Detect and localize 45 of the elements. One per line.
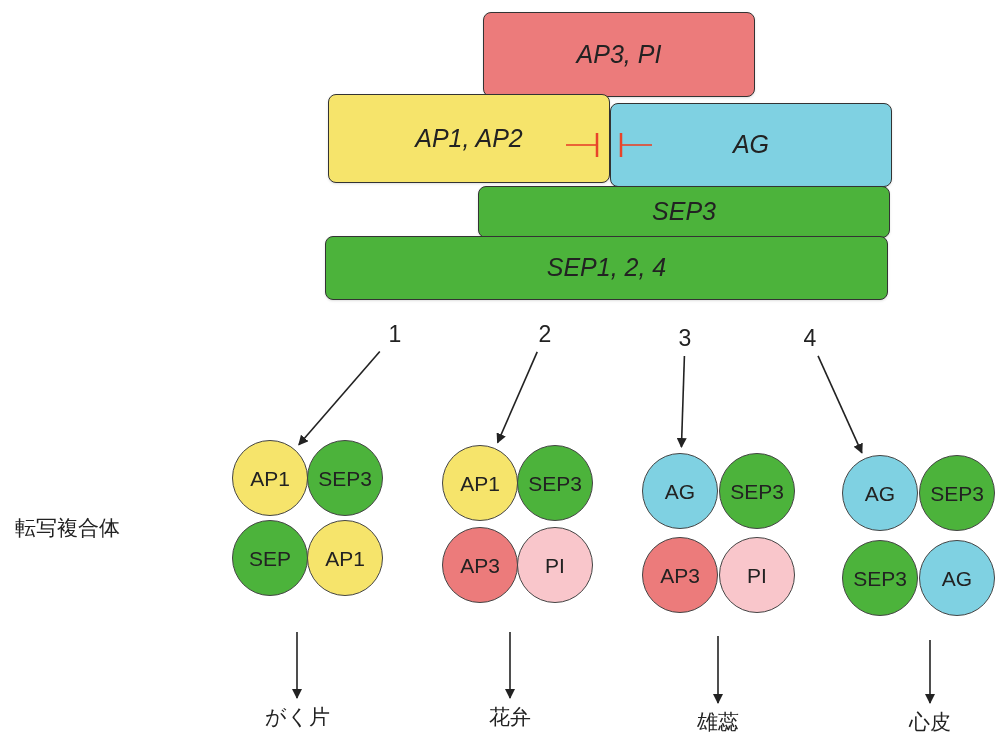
gene-name: SEP3 [318, 467, 372, 489]
gene-expression-bar [325, 236, 888, 300]
gene-name: SEP1, 2, 4 [546, 252, 667, 284]
gene-name: AP3 [460, 554, 500, 576]
arrow [817, 355, 863, 454]
gene-name: AP1 [460, 472, 500, 494]
inhibition-line [565, 131, 599, 159]
arrow [505, 631, 515, 699]
gene-name: AG [864, 482, 896, 504]
gene-name: AG [941, 567, 973, 589]
gene-expression-bar [328, 94, 610, 183]
gene-name: AP3, PI [576, 38, 662, 70]
gene-name: SEP3 [528, 472, 582, 494]
organ-label: がく片 [264, 704, 330, 731]
gene-expression-bar [610, 103, 892, 187]
inhibition-line [619, 131, 653, 159]
whorl-number: 2 [538, 319, 552, 349]
arrow [925, 639, 935, 704]
organ-label: 雄蕊 [697, 709, 739, 736]
arrow [676, 355, 687, 448]
arrow [713, 635, 723, 704]
gene-name: PI [545, 554, 565, 576]
row-label: 転写複合体 [15, 515, 120, 541]
organ-label: 花弁 [489, 704, 531, 731]
gene-expression-bar [478, 186, 890, 238]
arrow [496, 351, 538, 444]
gene-name: PI [747, 564, 767, 586]
gene-name: SEP3 [853, 567, 907, 589]
gene-name: SEP3 [930, 482, 984, 504]
whorl-number: 4 [803, 323, 817, 353]
gene-name: AP1 [250, 467, 290, 489]
gene-name: SEP3 [652, 196, 716, 228]
whorl-number: 1 [388, 319, 402, 349]
gene-name: AP3 [660, 564, 700, 586]
gene-name: AG [732, 129, 770, 161]
gene-name: SEP3 [730, 480, 784, 502]
whorl-number: 3 [678, 323, 692, 353]
gene-name: SEP [249, 547, 291, 569]
gene-expression-bar [483, 12, 755, 97]
gene-name: AG [664, 480, 696, 502]
organ-label: 心皮 [909, 709, 951, 736]
gene-name: AP1 [325, 547, 365, 569]
gene-name: AP1, AP2 [415, 122, 523, 154]
arrow [292, 631, 302, 699]
arrow [298, 350, 381, 446]
